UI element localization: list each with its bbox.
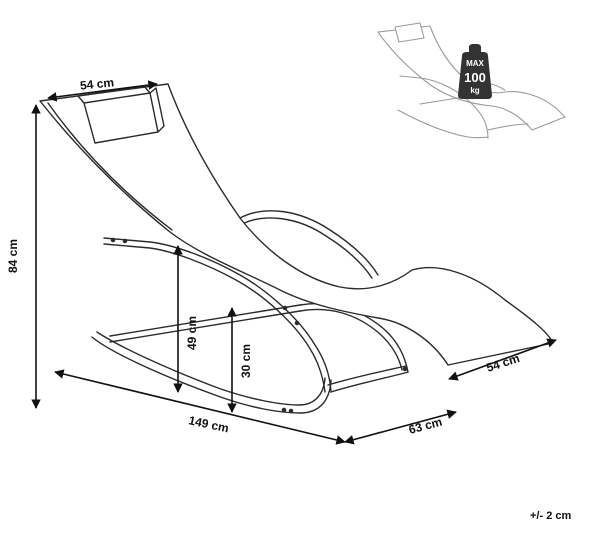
main-lounger bbox=[39, 83, 554, 414]
bolt-side bbox=[282, 305, 288, 311]
label-height-total: 84 cm bbox=[6, 239, 20, 273]
bolt-rear-1 bbox=[110, 237, 116, 243]
max-label: MAX bbox=[466, 59, 484, 68]
rear-arm-inner bbox=[241, 217, 373, 279]
dim-line-length bbox=[54, 369, 346, 445]
backrest-fabric bbox=[39, 83, 554, 366]
base-rail-front bbox=[330, 371, 409, 393]
side-frame bbox=[103, 237, 332, 393]
label-length: 149 cm bbox=[187, 413, 230, 435]
label-depth: 63 cm bbox=[407, 415, 443, 437]
dim-line-width-front bbox=[448, 338, 557, 381]
bolt-bottom-1 bbox=[281, 407, 287, 413]
label-width-top: 54 cm bbox=[79, 75, 114, 92]
bolt-side-2 bbox=[294, 320, 300, 326]
bolt-rear-2 bbox=[122, 238, 128, 244]
dim-line-depth bbox=[344, 409, 457, 445]
tolerance-note: +/- 2 cm bbox=[530, 510, 571, 522]
base-rail-back bbox=[91, 336, 332, 414]
label-seat-30: 30 cm bbox=[239, 344, 253, 378]
backrest-edge bbox=[47, 102, 173, 231]
inset-pillow bbox=[394, 22, 425, 43]
rear-arm bbox=[239, 210, 379, 276]
weight-icon bbox=[458, 44, 492, 99]
max-unit: kg bbox=[470, 86, 479, 95]
base-crossbar bbox=[109, 304, 301, 343]
dimension-lines bbox=[31, 80, 557, 445]
inset-frame bbox=[399, 75, 489, 139]
max-load-badge: MAX 100 kg bbox=[458, 44, 492, 99]
inset-lounger bbox=[377, 22, 566, 139]
front-runner-inner bbox=[299, 308, 403, 371]
dim-line-width-top bbox=[47, 80, 158, 102]
max-value: 100 bbox=[464, 70, 486, 85]
bolt-front bbox=[402, 366, 408, 372]
bolt-bottom-2 bbox=[288, 408, 294, 414]
label-seat-49: 49 cm bbox=[185, 316, 199, 350]
